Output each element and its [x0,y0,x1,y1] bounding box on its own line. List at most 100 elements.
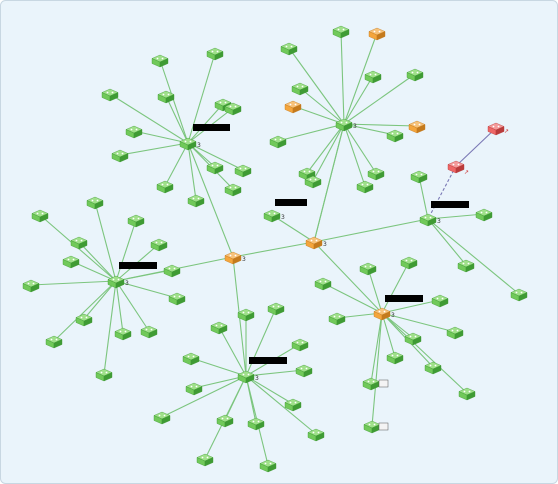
hub-node[interactable] [419,213,437,227]
device-node[interactable] [156,180,174,194]
device-node[interactable] [206,161,224,175]
alarm-node[interactable] [487,122,505,136]
device-node[interactable] [280,42,298,56]
alarm-mark: ↗ [504,128,509,135]
device-node[interactable] [153,411,171,425]
hub-node[interactable] [263,209,281,223]
device-node[interactable] [457,259,475,273]
device-node[interactable] [187,194,205,208]
hub-node[interactable] [335,118,353,132]
device-node[interactable] [111,149,129,163]
device-node[interactable] [62,255,80,269]
leaf-link [343,32,378,125]
hub-node[interactable] [237,370,255,384]
device-node[interactable] [284,398,302,412]
redacted-label [193,124,230,131]
device-node[interactable] [196,453,214,467]
alarm-mark: ↗ [464,169,469,176]
nodes-layer [22,25,528,473]
hub-node[interactable] [107,275,125,289]
device-node[interactable] [157,90,175,104]
leaf-link [381,312,456,333]
hub-node[interactable] [224,251,242,265]
device-node[interactable] [284,100,302,114]
leaf-link [381,312,396,358]
device-node[interactable] [364,70,382,84]
device-node[interactable] [224,102,242,116]
device-node[interactable] [291,338,309,352]
device-node[interactable] [151,54,169,68]
leaf-link [288,47,345,125]
device-node[interactable] [168,292,186,306]
device-node[interactable] [458,387,476,401]
device-node[interactable] [206,47,224,61]
device-node[interactable] [210,321,228,335]
leaf-link [277,123,345,142]
device-node[interactable] [224,183,242,197]
device-node[interactable] [45,335,63,349]
device-node[interactable] [237,308,255,322]
leaf-link [245,375,294,405]
device-node[interactable] [163,264,181,278]
device-node[interactable] [247,417,265,431]
device-node[interactable] [234,164,252,178]
device-node[interactable] [367,167,385,181]
device-node[interactable] [101,88,119,102]
device-node[interactable] [475,208,493,222]
hub-node[interactable] [179,137,197,151]
device-node[interactable] [314,277,332,291]
device-node[interactable] [95,368,113,382]
device-node[interactable] [406,68,424,82]
device-node[interactable] [307,428,325,442]
device-node[interactable] [404,332,422,346]
leaf-link [187,103,224,144]
leaf-link [370,312,383,384]
device-node[interactable] [431,294,449,308]
device-node[interactable] [359,262,377,276]
device-node[interactable] [295,364,313,378]
device-node[interactable] [408,120,426,134]
device-node[interactable] [332,25,350,39]
device-node[interactable] [410,170,428,184]
hub-link [313,241,383,314]
hub-badge: 3 [281,214,285,221]
device-node[interactable] [114,327,132,341]
device-node[interactable] [31,209,49,223]
device-node[interactable] [386,129,404,143]
device-node[interactable] [400,256,418,270]
device-node[interactable] [510,288,528,302]
device-node[interactable] [304,175,322,189]
device-node[interactable] [362,377,380,391]
device-node[interactable] [291,82,309,96]
hub-node[interactable] [305,236,323,250]
device-node[interactable] [182,352,200,366]
device-node[interactable] [267,302,285,316]
device-node[interactable] [125,125,143,139]
device-node[interactable] [386,351,404,365]
device-node[interactable] [140,325,158,339]
device-node[interactable] [150,238,168,252]
device-node[interactable] [446,326,464,340]
hub-node[interactable] [373,307,391,321]
device-node[interactable] [328,312,346,326]
device-node[interactable] [185,382,203,396]
hub-badge: 3 [391,312,395,319]
device-node[interactable] [424,361,442,375]
device-node[interactable] [70,236,88,250]
device-node[interactable] [447,160,465,174]
device-node[interactable] [259,459,277,473]
device-node[interactable] [356,180,374,194]
device-node[interactable] [86,196,104,210]
device-node[interactable] [22,279,40,293]
leaf-link [343,73,416,125]
device-node[interactable] [127,214,145,228]
leaf-link [292,105,345,125]
device-node[interactable] [216,414,234,428]
device-node[interactable] [368,27,386,41]
hub-badge: 3 [437,218,441,225]
hub-link [271,214,315,243]
leaf-link [299,87,345,125]
device-node[interactable] [75,313,93,327]
device-node[interactable] [269,135,287,149]
